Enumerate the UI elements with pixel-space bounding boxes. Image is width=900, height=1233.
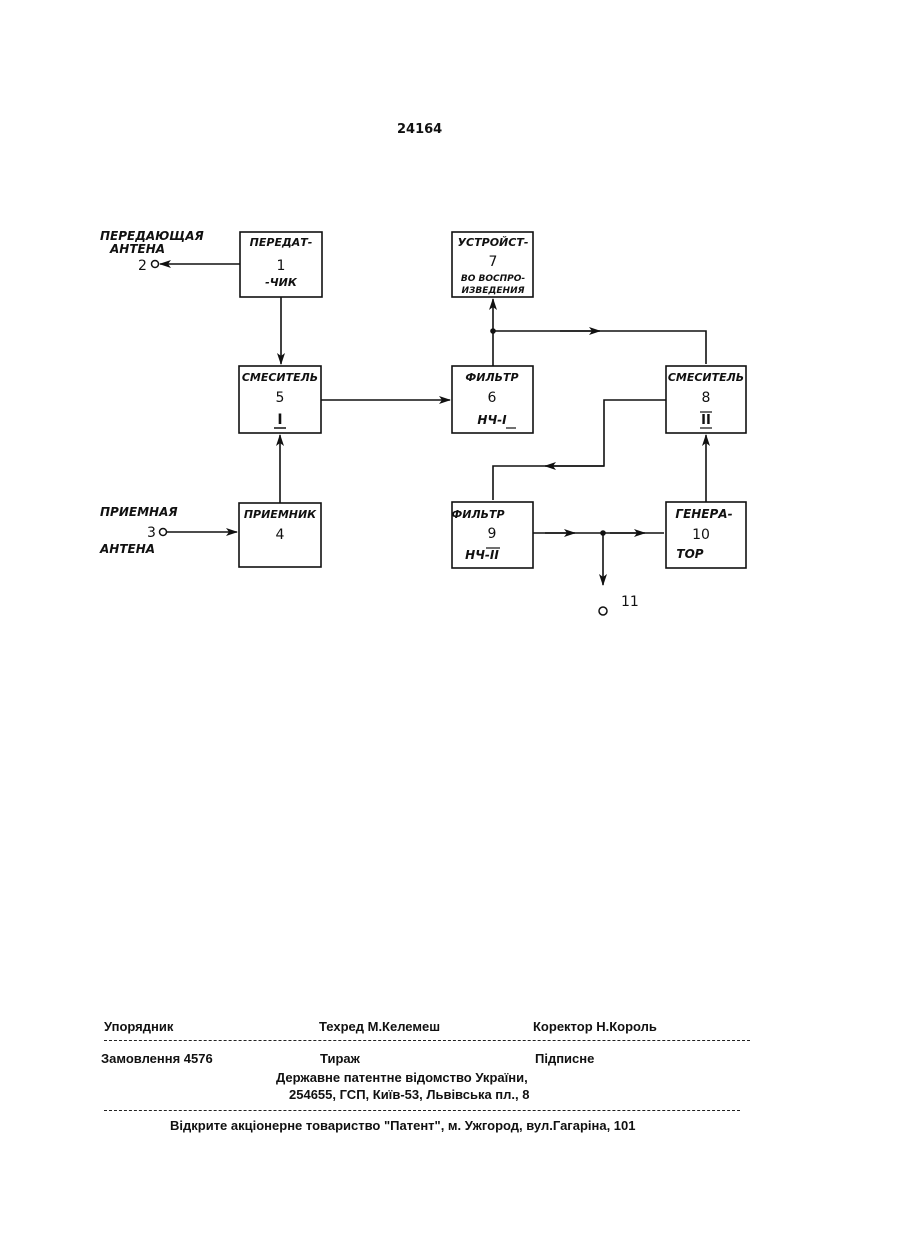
- transmit-antenna-line2: АНТЕНА: [109, 242, 165, 256]
- receive-antenna-line2: АНТЕНА: [99, 542, 155, 556]
- block-playback-line3: ИЗВЕДЕНИЯ: [461, 286, 524, 296]
- block-filter-6: ФИЛЬТР 6 НЧ-I: [452, 366, 533, 433]
- block-mixer-2-line2: II: [701, 413, 711, 428]
- block-filter-9: ФИЛЬТР 9 НЧ-II: [451, 502, 533, 568]
- block-filter-6-line1: ФИЛЬТР: [465, 371, 518, 384]
- footer-order: Замовлення 4576: [101, 1051, 213, 1066]
- block-mixer-2-line1: СМЕСИТЕЛЬ: [668, 371, 744, 384]
- block-generator-line1: ГЕНЕРА-: [675, 507, 732, 521]
- block-mixer-1: СМЕСИТЕЛЬ 5 I: [239, 366, 321, 433]
- block-playback-line1: УСТРОЙСТ-: [458, 236, 529, 249]
- output-terminal-label: 11: [621, 594, 639, 610]
- block-filter-9-line1: ФИЛЬТР: [451, 508, 504, 521]
- receive-antenna-line1: ПРИЕМНАЯ: [100, 505, 178, 519]
- block-mixer-1-line1: СМЕСИТЕЛЬ: [242, 371, 318, 384]
- block-filter-6-num: 6: [488, 390, 497, 406]
- block-playback-num: 7: [489, 254, 498, 270]
- footer-rule-2: [104, 1110, 740, 1111]
- block-mixer-2-num: 8: [702, 390, 711, 406]
- block-transmitter-line2: -ЧИК: [265, 276, 298, 289]
- block-mixer-2: СМЕСИТЕЛЬ 8 II: [666, 366, 746, 433]
- output-terminal-11: 11: [599, 594, 639, 615]
- transmit-antenna-line1: ПЕРЕДАЮЩАЯ: [100, 229, 204, 243]
- receive-antenna-num: 3: [147, 525, 156, 541]
- footer-address: 254655, ГСП, Київ-53, Львівська пл., 8: [289, 1087, 529, 1102]
- block-filter-9-num: 9: [488, 526, 497, 542]
- connections: [160, 264, 706, 585]
- transmit-antenna: ПЕРЕДАЮЩАЯ АНТЕНА 2: [100, 229, 204, 274]
- footer-rule-1: [104, 1040, 750, 1041]
- footer-subscription: Підписне: [535, 1051, 594, 1066]
- block-generator: ГЕНЕРА- 10 ТОР: [666, 502, 746, 568]
- footer-publisher: Відкрите акціонерне товариство "Патент",…: [170, 1118, 636, 1133]
- transmit-antenna-num: 2: [138, 258, 147, 274]
- block-generator-line2: ТОР: [676, 547, 703, 561]
- block-receiver: ПРИЕМНИК 4: [239, 503, 321, 567]
- block-filter-9-line2: НЧ-II: [465, 548, 499, 562]
- block-playback-line2: ВО ВОСПРО-: [461, 274, 526, 284]
- block-filter-6-line2: НЧ-I: [477, 413, 507, 427]
- block-mixer-1-line2: I: [277, 412, 282, 428]
- footer-compiler: Упорядник: [104, 1019, 173, 1034]
- block-transmitter-num: 1: [277, 258, 286, 274]
- block-playback-device: УСТРОЙСТ- 7 ВО ВОСПРО- ИЗВЕДЕНИЯ: [452, 232, 533, 297]
- block-receiver-num: 4: [276, 527, 285, 543]
- transmit-antenna-terminal: [152, 261, 159, 268]
- footer-circulation: Тираж: [320, 1051, 360, 1066]
- junction-dot-upper: [490, 328, 496, 334]
- receive-antenna-terminal: [160, 529, 167, 536]
- block-mixer-1-num: 5: [276, 390, 285, 406]
- footer-office: Державне патентне відомство України,: [276, 1070, 528, 1085]
- block-generator-num: 10: [692, 527, 710, 543]
- block-transmitter-line1: ПЕРЕДАТ-: [250, 236, 313, 249]
- footer-techred: Техред М.Келемеш: [319, 1019, 440, 1034]
- block-receiver-line1: ПРИЕМНИК: [244, 508, 317, 521]
- receive-antenna: ПРИЕМНАЯ 3 АНТЕНА: [99, 505, 178, 556]
- block-transmitter: ПЕРЕДАТ- 1 -ЧИК: [240, 232, 322, 297]
- junction-dot-lower: [600, 530, 606, 536]
- footer-corrector: Коректор Н.Король: [533, 1019, 657, 1034]
